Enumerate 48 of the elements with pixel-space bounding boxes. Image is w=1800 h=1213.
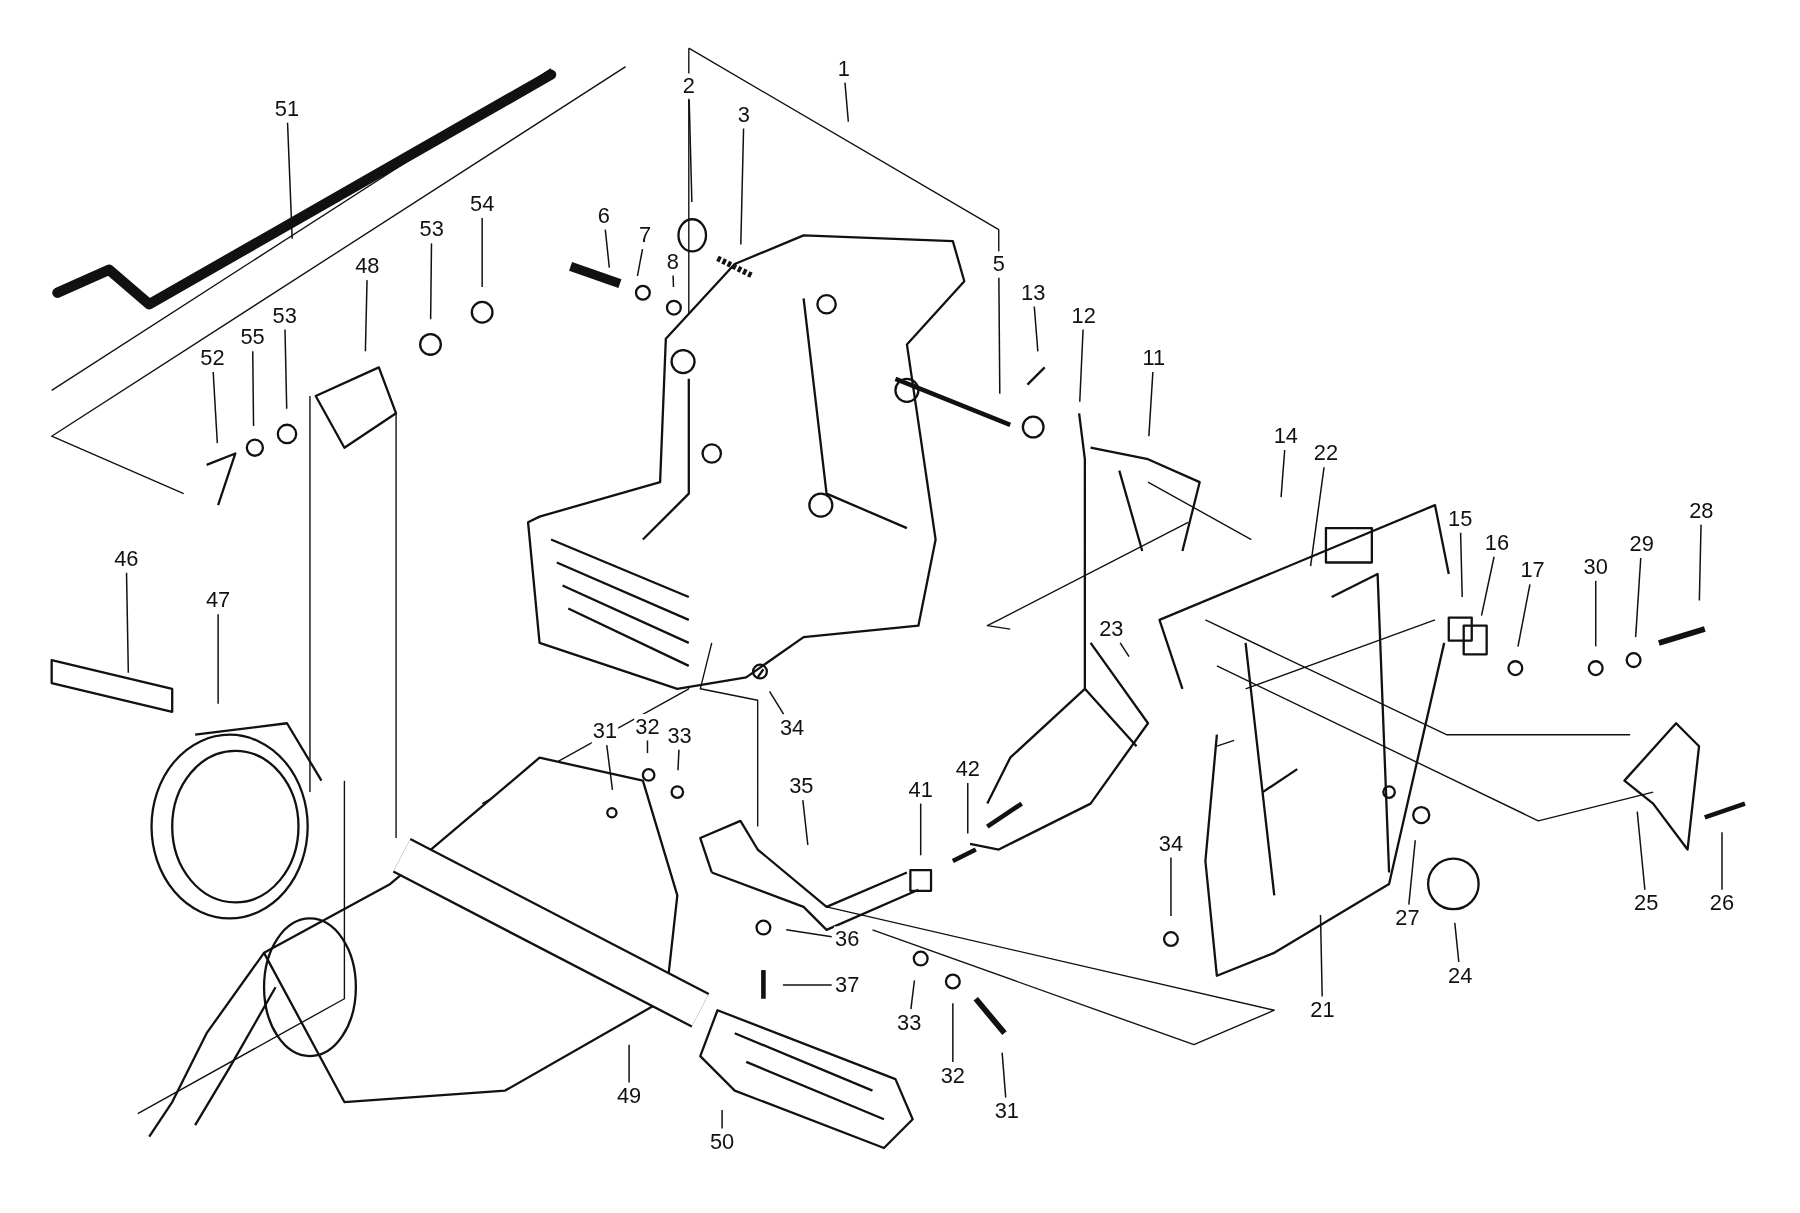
leader-line: [636, 248, 644, 277]
leader-line: [606, 744, 614, 791]
leader-line: [1079, 328, 1084, 403]
leader-line: [251, 350, 255, 427]
leader-line: [721, 1109, 723, 1130]
leader-line: [1721, 831, 1723, 891]
leader-line: [217, 613, 219, 705]
leader-line: [1170, 856, 1172, 917]
leader-line: [1280, 449, 1286, 498]
leader-line: [677, 748, 680, 772]
leader-line: [998, 277, 1001, 395]
leader-line: [967, 782, 969, 835]
leader-line: [212, 371, 219, 444]
leader-line: [1408, 839, 1416, 906]
leader-line: [1319, 914, 1323, 998]
leader-line: [740, 127, 745, 246]
leader-line: [952, 1002, 954, 1063]
leader-line: [768, 690, 785, 715]
leader-line: [1636, 810, 1646, 891]
leader-line: [802, 799, 809, 846]
leader-line: [1634, 557, 1642, 638]
leader-line: [1517, 583, 1531, 648]
leader-line: [429, 242, 433, 320]
leader-line: [1454, 922, 1460, 963]
leader-line: [286, 122, 293, 240]
leader-line: [1480, 556, 1495, 617]
leader-line: [1309, 466, 1325, 567]
leader-line: [1594, 580, 1597, 648]
leader-line: [844, 81, 850, 123]
leader-line: [1119, 642, 1130, 658]
leader-line: [364, 279, 368, 353]
leader-line: [919, 802, 922, 856]
leader-line: [604, 228, 611, 269]
leader-line: [1459, 531, 1463, 598]
leader-line: [125, 572, 130, 674]
leader-line: [628, 1043, 630, 1084]
leader-line: [785, 928, 833, 938]
leader-line: [1148, 371, 1154, 437]
leader-line: [910, 979, 916, 1010]
callout-number: 2: [681, 73, 696, 99]
leader-line: [672, 274, 675, 288]
leader-line: [1033, 305, 1039, 353]
leader-line: [284, 328, 288, 410]
leader-line: [481, 217, 483, 288]
leader-line: [782, 984, 833, 986]
leader-line: [1001, 1051, 1007, 1099]
leader-line: [1698, 523, 1702, 602]
leader-line: [688, 99, 693, 203]
